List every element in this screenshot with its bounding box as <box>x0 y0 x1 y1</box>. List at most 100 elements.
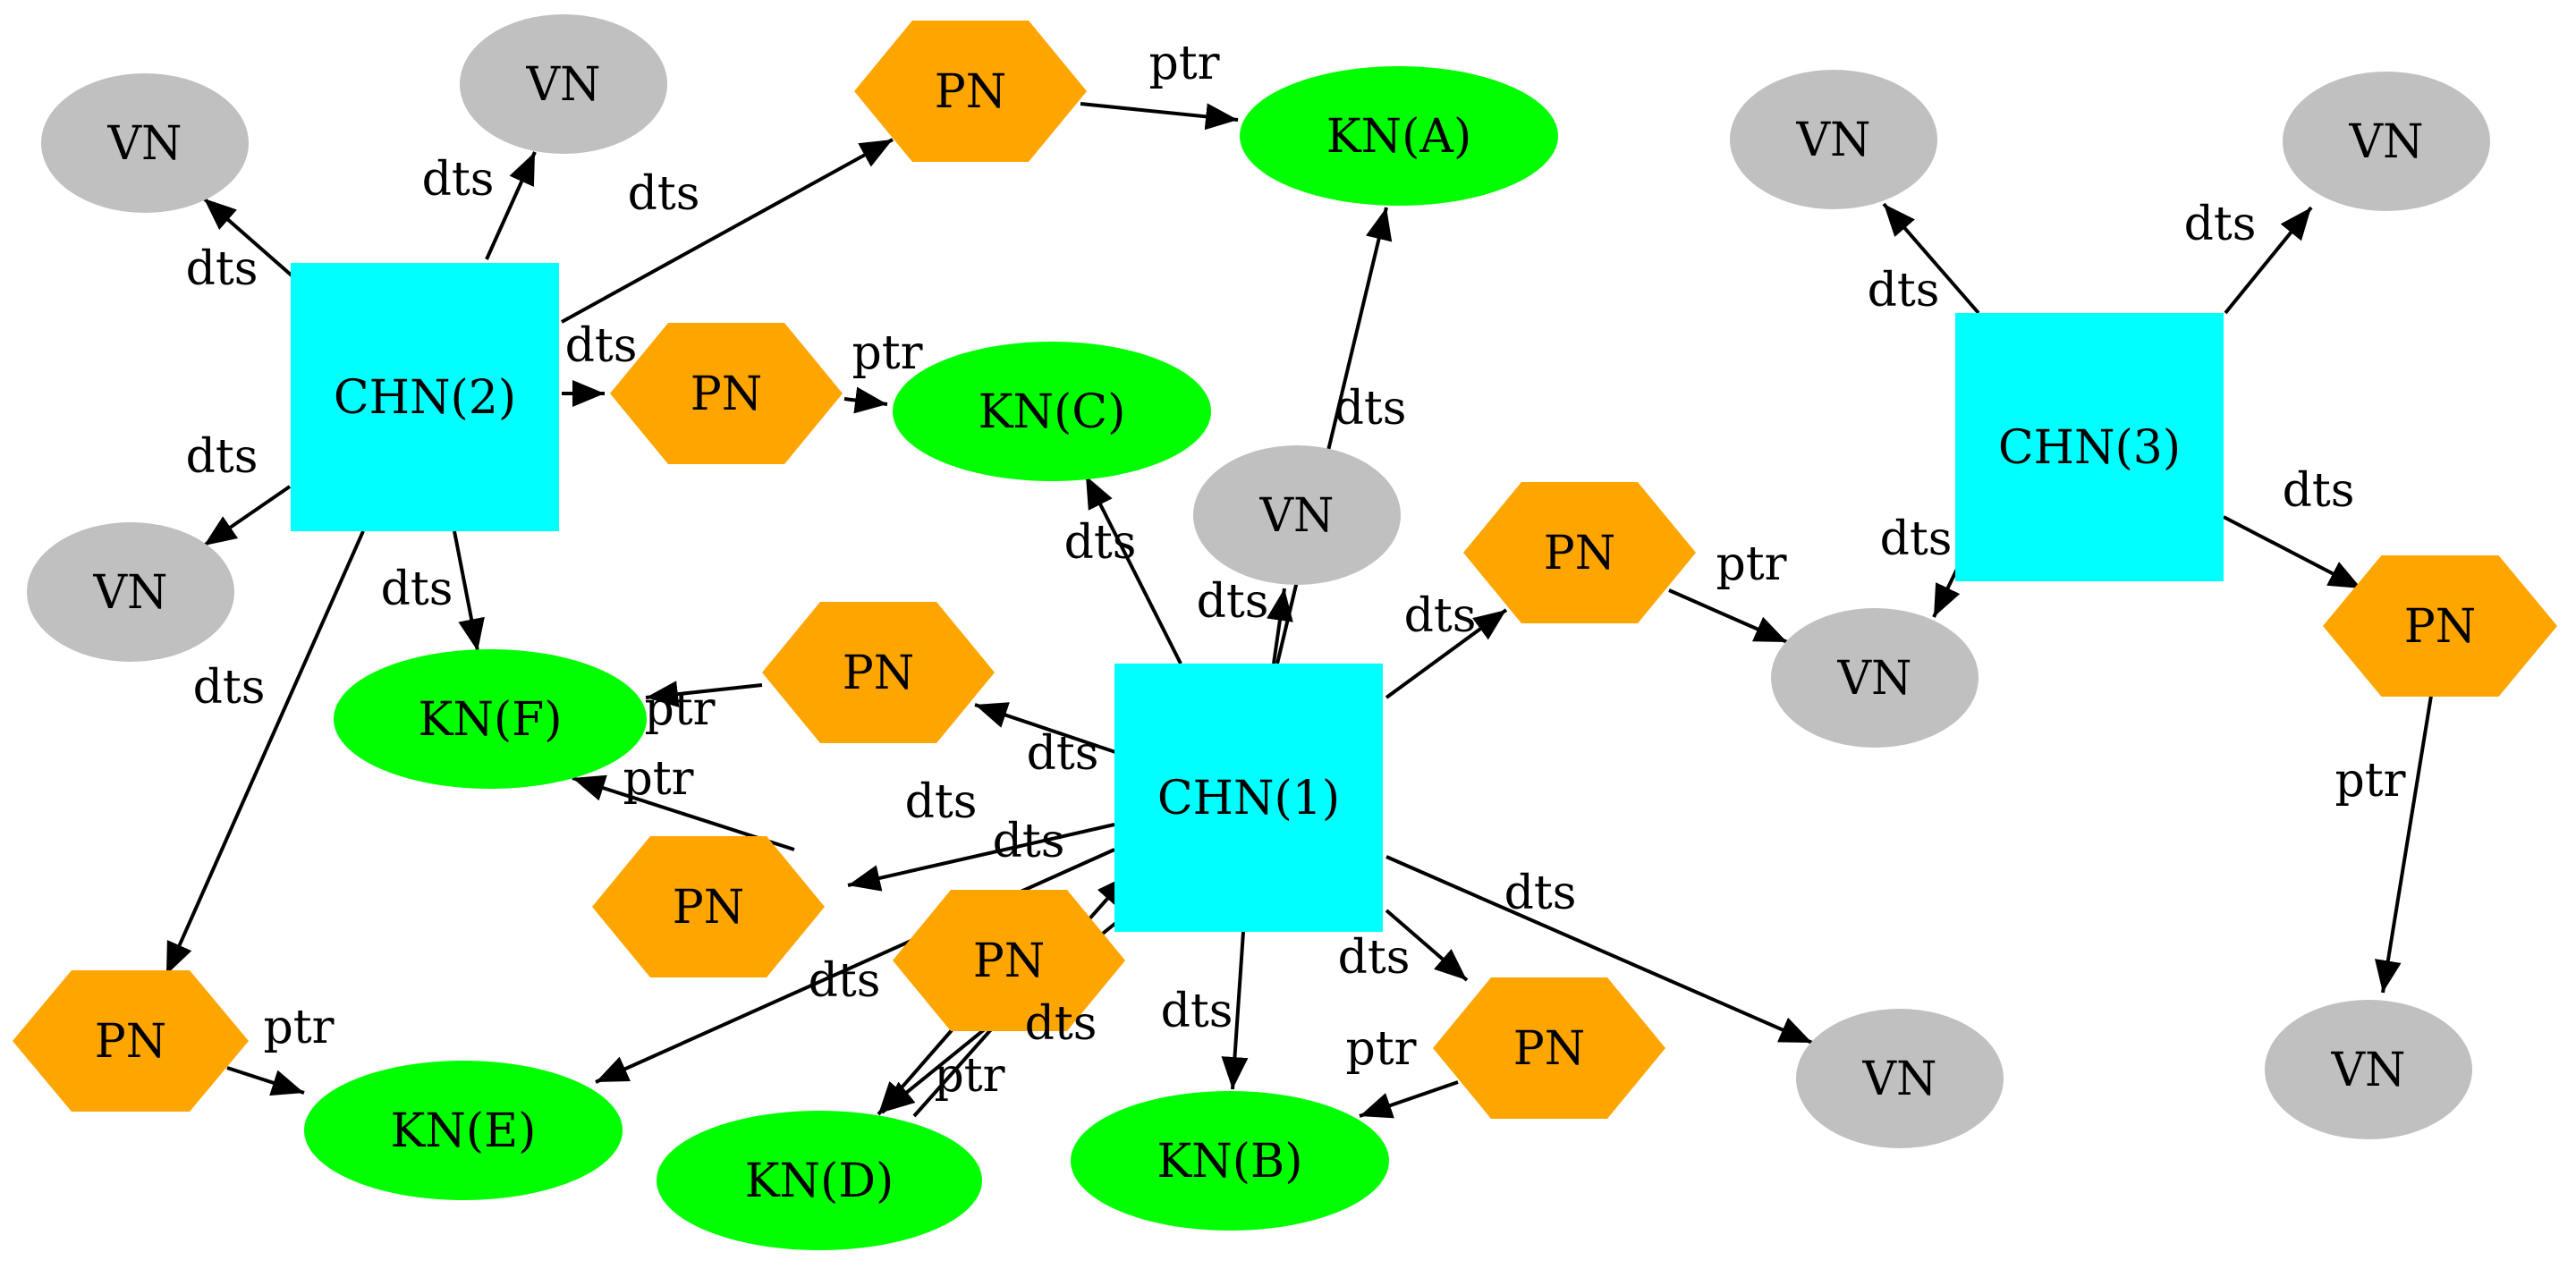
node-vn-1: VN <box>41 73 249 213</box>
node-chn3: CHN(3) <box>1955 313 2224 581</box>
edge-chn1-to-kna <box>1275 207 1393 664</box>
node-pn-c: PN <box>610 323 843 464</box>
node-shape <box>1771 608 1979 748</box>
node-vn-4: VN <box>1193 445 1401 585</box>
node-vn-3: VN <box>27 522 234 662</box>
node-label: PN <box>673 881 745 935</box>
node-label: CHN(2) <box>334 371 516 425</box>
edge-chn3-to-pn-v3 <box>2223 515 2362 590</box>
edge-label-dts: dts <box>1404 589 1477 643</box>
node-shape <box>1114 664 1383 932</box>
node-label: KN(E) <box>391 1104 537 1158</box>
edge-label-ptr: ptr <box>1148 37 1219 90</box>
node-label: PN <box>1544 527 1616 580</box>
edge-chn1-to-pn-b <box>1385 909 1469 982</box>
edge-chn2-to-vn-1 <box>202 197 293 277</box>
node-label: KN(A) <box>1326 110 1471 164</box>
node-label: PN <box>95 1015 167 1069</box>
node-vn-7: VN <box>1730 70 1937 209</box>
node-shape <box>854 21 1087 162</box>
edge-label-dts: dts <box>1161 985 1233 1038</box>
node-label: VN <box>1861 1053 1936 1106</box>
node-label: KN(F) <box>418 693 562 747</box>
edge-label-ptr: ptr <box>1716 537 1786 591</box>
edge-label-ptr: ptr <box>623 752 693 806</box>
node-shape <box>2323 555 2557 697</box>
edge-label-dts: dts <box>1025 997 1097 1051</box>
node-pn-f2: PN <box>592 836 825 977</box>
node-pn-f1: PN <box>762 602 995 743</box>
edge-chn2-to-vn-2 <box>485 151 537 260</box>
edge-pn-c-to-knc <box>843 386 888 414</box>
node-shape <box>2265 1000 2472 1139</box>
node-label: VN <box>2330 1044 2405 1097</box>
node-pn-e: PN <box>13 970 249 1112</box>
edge-chn1-to-pn-v1 <box>1385 608 1508 699</box>
node-shape <box>893 342 1211 481</box>
node-pn-d: PN <box>893 890 1125 1031</box>
node-label: VN <box>2348 115 2423 169</box>
edge-label-dts: dts <box>2184 198 2257 251</box>
node-knb: KN(B) <box>1071 1091 1389 1231</box>
node-shape <box>592 836 825 977</box>
node-shape <box>1071 1091 1389 1231</box>
edge-chn2-to-knf <box>453 530 485 652</box>
edge-pn-e-to-kne <box>226 1066 305 1096</box>
edge-label-dts: dts <box>422 153 495 207</box>
edge-pn-b-to-knb <box>1359 1080 1459 1119</box>
edges-layer <box>165 102 2433 1119</box>
edge-label-dts: dts <box>993 815 1065 868</box>
edge-label-dts: dts <box>1335 382 1407 436</box>
node-kna: KN(A) <box>1240 66 1558 206</box>
edge-label-dts: dts <box>2283 464 2355 518</box>
node-label: VN <box>106 117 182 171</box>
edge-label-dts: dts <box>193 661 266 715</box>
node-label: PN <box>2404 600 2477 654</box>
edge-chn1-to-knb <box>1221 931 1249 1090</box>
node-label: VN <box>1836 652 1911 706</box>
edge-label-dts: dts <box>628 167 700 221</box>
edge-label-dts: dts <box>1868 264 1940 317</box>
node-label: PN <box>973 935 1046 988</box>
node-shape <box>13 970 249 1112</box>
node-shape <box>1193 445 1401 585</box>
edge-chn3-to-vn-6 <box>1932 564 1961 618</box>
node-label: PN <box>691 368 763 421</box>
node-shape <box>1240 66 1558 206</box>
node-shape <box>1433 977 1665 1119</box>
node-pn-a: PN <box>854 21 1087 162</box>
node-shape <box>304 1061 623 1200</box>
node-shape <box>610 323 843 464</box>
node-shape <box>1796 1009 2004 1148</box>
node-shape <box>460 14 667 154</box>
node-label: KN(B) <box>1157 1135 1302 1189</box>
node-shape <box>291 263 559 531</box>
edge-chn2-to-vn-3 <box>202 485 292 547</box>
edge-label-ptr: ptr <box>852 326 922 380</box>
node-shape <box>762 602 995 743</box>
edge-label-dts: dts <box>186 430 258 484</box>
edge-pn-f1-to-knf <box>645 681 763 708</box>
node-pn-b: PN <box>1433 977 1665 1119</box>
node-knf: KN(F) <box>334 649 647 789</box>
edge-label-dts: dts <box>1197 575 1269 629</box>
edge-label-dts: dts <box>905 775 978 829</box>
edge-chn1-to-vn-4 <box>1267 588 1293 664</box>
edge-chn3-to-vn-8 <box>2224 206 2313 315</box>
edge-pn-v1-to-vn-6 <box>1668 588 1788 644</box>
edge-label-dts: dts <box>1504 867 1577 920</box>
node-shape <box>41 73 249 213</box>
edge-label-dts: dts <box>186 242 258 296</box>
edge-label-dts: dts <box>1880 512 1953 566</box>
node-label: VN <box>92 566 167 620</box>
node-vn-6: VN <box>1771 608 1979 748</box>
edge-label-ptr: ptr <box>644 682 715 736</box>
edge-label-ptr: ptr <box>1345 1022 1416 1076</box>
node-knd: KN(D) <box>657 1111 982 1250</box>
node-shape <box>1463 482 1696 623</box>
edge-label-dts: dts <box>1027 727 1099 781</box>
node-label: PN <box>1513 1022 1586 1076</box>
node-shape <box>334 649 647 789</box>
